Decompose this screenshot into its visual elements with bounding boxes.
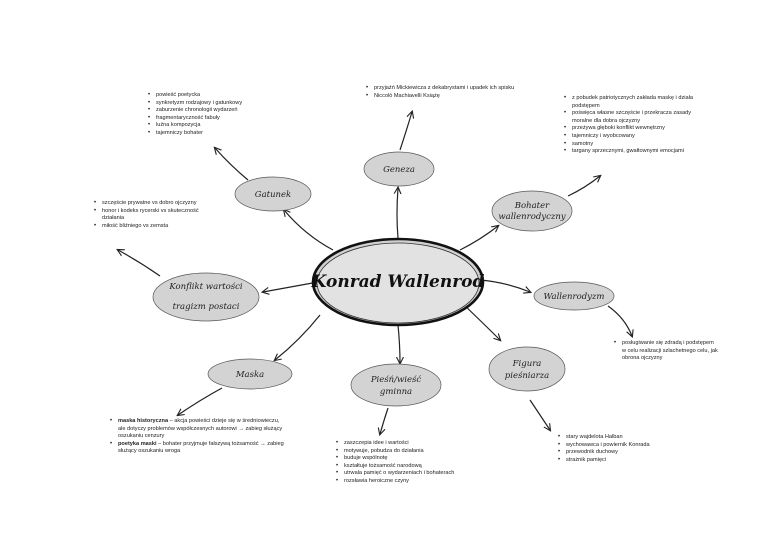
arrow-maska-notes [178, 387, 223, 415]
arrow-to-geneza [397, 188, 398, 239]
list-item: utrwala pamięć o wydarzeniach i bohatera… [336, 470, 504, 478]
list-item: buduje wspólnotę [336, 455, 504, 463]
node-wallenrodyzm-label: Wallenrodyzm [544, 292, 605, 302]
arrow-figura-notes [529, 399, 550, 430]
list-item: przewodnik duchowy [558, 449, 696, 457]
node-wallenrodyzm: Wallenrodyzm [533, 281, 615, 311]
geneza-notes: przyjaźń Mickiewicza z dekabrystami i up… [364, 85, 534, 100]
arrow-piesn-notes [380, 407, 389, 434]
node-bohater: Bohater wallenrodyczny [491, 190, 573, 232]
piesn-notes: zaszczepia idee i wartości motywuje, pob… [334, 440, 504, 486]
node-bohater-label-2: wallenrodyczny [498, 212, 565, 222]
arrow-to-maska [275, 314, 321, 360]
node-piesn-label-2: gminna [380, 387, 412, 397]
central-title: Konrad Wallenrod [311, 272, 485, 292]
list-item: powieść poetycka [148, 92, 286, 100]
wallenrodyzm-notes: posługiwanie się zdradą i podstępem w ce… [612, 340, 718, 363]
list-item: tajemniczy bohater [148, 130, 286, 138]
arrow-to-wallenrodyzm [479, 279, 530, 292]
list-item: targany sprzecznymi, gwałtownymi emocjam… [564, 148, 712, 156]
arrow-to-bohater [459, 226, 498, 251]
list-item: Niccolò Machiavelli Książę [366, 93, 534, 101]
list-item: posługiwanie się zdradą i podstępem w ce… [614, 340, 718, 363]
list-item: synkretyzm rodzajowy i gatunkowy [148, 100, 286, 108]
list-item: poświęca własne szczęście i przekracza z… [564, 110, 712, 125]
list-item: zaburzenie chronologii wydarzeń [148, 107, 286, 115]
list-item: stary wajdelota Halban [558, 434, 696, 442]
arrow-to-gatunek [284, 210, 334, 251]
list-item: fragmentaryczność fabuły [148, 115, 286, 123]
maska-desc-2: – bohater przyjmuje fałszywą tożsamość →… [118, 440, 284, 455]
list-item: honor i kodeks rycerski vs skuteczność d… [94, 208, 214, 223]
list-item: motywuje, pobudza do działania [336, 448, 504, 456]
arrow-gatunek-notes [215, 148, 249, 181]
list-item: luźna kompozycja [148, 122, 286, 130]
arrow-bohater-notes [567, 176, 600, 197]
list-item: miłość bliźniego vs zemsta [94, 223, 214, 231]
node-piesn: Pieśń/wieść gminna [350, 363, 442, 407]
maska-desc-1: – akcja powieści dzieje się w średniowie… [118, 418, 283, 440]
figura-notes: stary wajdelota Halban wychowawca i powi… [556, 434, 696, 464]
list-item: kształtuje tożsamość narodową [336, 463, 504, 471]
list-item: z pobudek patriotycznych zakłada maskę i… [564, 95, 712, 110]
list-item: szczęście prywatne vs dobro ojczyzny [94, 200, 214, 208]
arrow-to-figura [461, 302, 500, 340]
list-item: rozsławia heroiczne czyny [336, 478, 504, 486]
node-maska: Maska [207, 358, 293, 390]
list-item: maska historyczna – akcja powieści dziej… [110, 418, 288, 441]
konflikt-notes: szczęście prywatne vs dobro ojczyzny hon… [92, 200, 214, 230]
node-maska-label: Maska [235, 370, 264, 380]
list-item: samotny [564, 141, 712, 149]
node-figura: Figura pieśniarza [488, 346, 566, 392]
arrow-to-piesn [398, 324, 400, 363]
node-geneza-label: Geneza [383, 165, 415, 175]
list-item: strażnik pamięci [558, 457, 696, 465]
arrow-to-konflikt [263, 281, 319, 292]
maska-notes: maska historyczna – akcja powieści dziej… [108, 418, 288, 456]
node-bohater-label-1: Bohater [514, 201, 550, 211]
list-item: przyjaźń Mickiewicza z dekabrystami i up… [366, 85, 534, 93]
node-gatunek-label: Gatunek [255, 190, 291, 200]
arrow-konflikt-notes [118, 250, 161, 277]
maska-term-1: maska historyczna [118, 418, 169, 424]
list-item: zaszczepia idee i wartości [336, 440, 504, 448]
node-figura-label-2: pieśniarza [505, 370, 549, 381]
arrow-geneza-notes [399, 112, 412, 151]
node-figura-label-1: Figura [512, 359, 542, 369]
list-item: poetyka maski – bohater przyjmuje fałszy… [110, 440, 288, 456]
node-geneza: Geneza [363, 151, 435, 187]
arrow-wallenrodyzm-notes [607, 305, 632, 336]
node-konflikt-label-1: Konflikt wartości [168, 281, 242, 292]
maska-term-2: poetyka maski [118, 440, 157, 447]
node-konflikt: Konflikt wartości tragizm postaci [152, 272, 260, 322]
gatunek-notes: powieść poetycka synkretyzm rodzajowy i … [146, 92, 286, 138]
central-node: Konrad Wallenrod [311, 237, 485, 327]
list-item: wychowawca i powiernik Konrada [558, 442, 696, 450]
node-gatunek: Gatunek [234, 176, 312, 212]
list-item: przeżywa głęboki konflikt wewnętrzny [564, 125, 712, 133]
node-piesn-label-1: Pieśń/wieść [370, 374, 422, 385]
list-item: tajemniczy i wyobcowany [564, 133, 712, 141]
node-konflikt-label-2: tragizm postaci [173, 302, 240, 312]
bohater-notes: z pobudek patriotycznych zakłada maskę i… [562, 95, 712, 156]
